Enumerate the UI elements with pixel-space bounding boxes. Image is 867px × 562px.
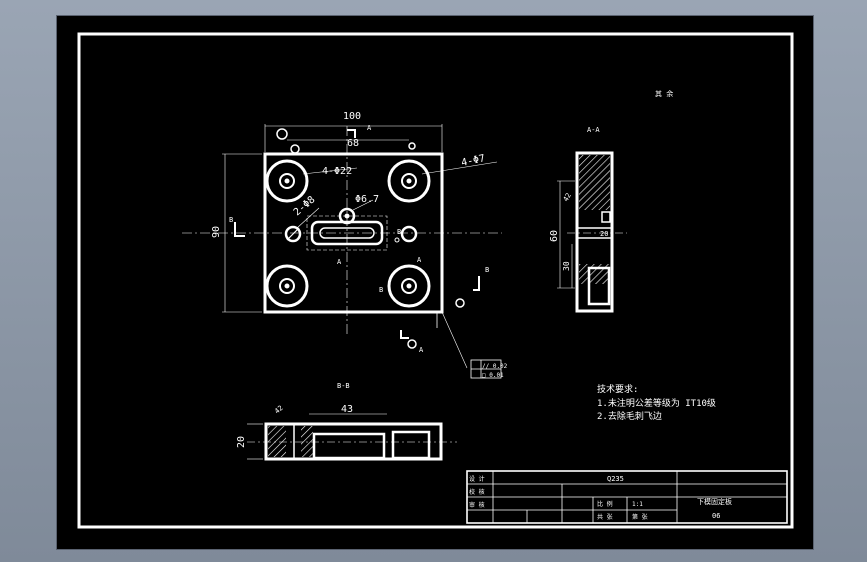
dim-bb-chamfer: 42	[273, 404, 285, 416]
label-a-center: A	[337, 258, 342, 266]
dim-width: 100	[343, 111, 361, 122]
section-aa-view	[557, 151, 627, 313]
dim-aa-top: 20	[600, 230, 608, 238]
dim-bb-height: 20	[236, 436, 247, 448]
label-b-right: B	[485, 266, 489, 274]
dim-aa-height: 60	[549, 230, 560, 242]
front-view	[182, 124, 502, 379]
title-material: Q235	[607, 475, 624, 483]
engineering-drawing: 其 余	[77, 32, 794, 529]
title-drawing-no: 06	[712, 512, 720, 520]
title-block	[466, 470, 788, 524]
dim-aa-chamfer: 42	[562, 192, 573, 203]
title-designer: 设 计	[469, 475, 485, 483]
label-b-bottom: B	[379, 286, 383, 294]
section-bb-view	[247, 413, 457, 461]
dim-bb-width: 43	[341, 404, 353, 415]
title-sheet-total: 共 张	[597, 513, 613, 521]
tech-req-line2: 2.去除毛刺飞边	[597, 410, 662, 422]
material-note: 其 余	[655, 89, 673, 98]
dim-hole-spacing: 68	[347, 138, 359, 149]
corner-hole-br	[387, 264, 431, 308]
title-scale: 1:1	[632, 501, 643, 508]
label-a-top: A	[367, 124, 372, 132]
section-bb-title: B-B	[337, 382, 350, 390]
title-checker: 校 核	[469, 488, 485, 496]
label-a-right: A	[417, 256, 422, 264]
dim-aa-lower: 30	[562, 261, 571, 271]
dim-small-holes: 4-Φ7	[460, 153, 486, 169]
dim-height: 90	[211, 226, 222, 238]
title-part-name: 下模固定板	[697, 497, 732, 506]
corner-hole-tl	[265, 159, 309, 203]
corner-hole-bl	[265, 264, 309, 308]
tech-req-line1: 1.未注明公差等级为 IT10级	[597, 397, 716, 409]
dim-center-hole: Φ6.7	[355, 194, 379, 205]
outer-frame	[77, 32, 794, 529]
tech-req-title: 技术要求:	[597, 383, 638, 395]
tolerance-parallel: // 0.02	[482, 363, 508, 370]
tolerance-flatness: □ 0.01	[482, 372, 504, 379]
title-approver: 审 核	[469, 501, 485, 509]
title-sheet-of: 第 张	[632, 513, 648, 521]
label-b-left: B	[229, 216, 233, 224]
label-b-center: B	[397, 228, 401, 236]
drawing-canvas: 其 余	[56, 15, 814, 550]
section-aa-title: A-A	[587, 126, 600, 134]
corner-hole-tr	[387, 159, 431, 203]
label-a-bottom: A	[419, 346, 424, 354]
dim-corner-holes: 4-Φ22	[322, 166, 352, 177]
title-scale-label: 比 例	[597, 500, 613, 508]
